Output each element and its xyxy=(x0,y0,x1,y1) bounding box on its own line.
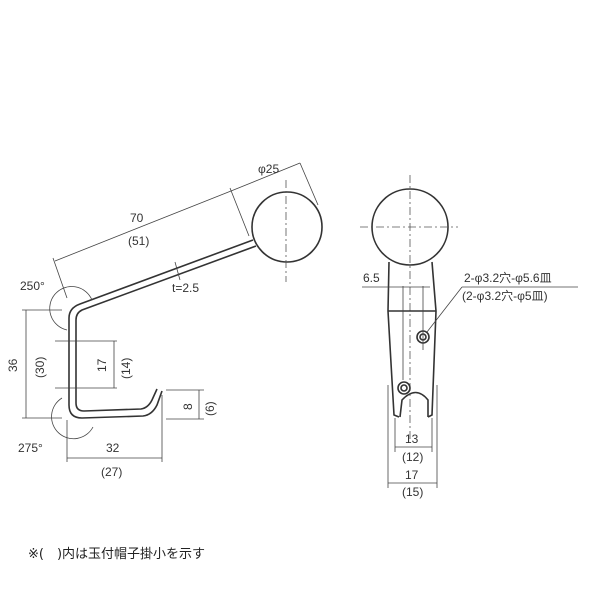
dim-line-70 xyxy=(54,190,232,262)
angle-arc-275 xyxy=(51,397,94,440)
dim-27: (27) xyxy=(101,465,122,479)
thickness-label: t=2.5 xyxy=(172,281,199,295)
dim-32: 32 xyxy=(106,441,120,455)
hook-body-outer xyxy=(68,239,254,419)
screw-hole-icon xyxy=(397,381,411,395)
side-view: φ25 70 (51) t=2.5 250° 275° 36 (30) 17 (… xyxy=(6,162,323,479)
dim-36: 36 xyxy=(6,358,20,372)
dim-13: 13 xyxy=(405,432,419,446)
hook-body-inner xyxy=(75,245,257,412)
thickness-mark xyxy=(174,261,181,281)
front-body xyxy=(387,261,437,418)
dim-6: (6) xyxy=(203,401,217,416)
dim-17-front: 17 xyxy=(405,468,419,482)
angle-250: 250° xyxy=(20,279,45,293)
hole-spec-small: (2-φ3.2穴-φ5皿) xyxy=(462,288,548,303)
dim-12: (12) xyxy=(402,450,423,464)
footnote: ※( )内は玉付帽子掛小を示す xyxy=(28,547,206,562)
angle-arc-250 xyxy=(49,286,93,331)
dim-30: (30) xyxy=(33,357,47,378)
dim-14: (14) xyxy=(119,358,133,379)
ext-line xyxy=(52,257,68,299)
dim-phi25: φ25 xyxy=(258,162,279,176)
dim-17: 17 xyxy=(95,358,109,372)
ball-side xyxy=(251,191,323,263)
front-view: 6.5 2-φ3.2穴-φ5.6皿 (2-φ3.2穴-φ5皿) 13 (12) … xyxy=(360,175,578,499)
ext-line xyxy=(299,162,319,206)
dim-8: 8 xyxy=(181,403,195,410)
leader-line xyxy=(426,286,463,333)
dim-51: (51) xyxy=(128,234,149,248)
dim-70: 70 xyxy=(130,211,144,225)
dim-15: (15) xyxy=(402,485,423,499)
hole-spec: 2-φ3.2穴-φ5.6皿 xyxy=(464,270,552,285)
hook-notch xyxy=(399,391,429,418)
dim-line-phi25 xyxy=(230,162,301,192)
angle-275: 275° xyxy=(18,441,43,455)
ext-line xyxy=(229,187,250,237)
dim-6.5: 6.5 xyxy=(363,271,380,285)
